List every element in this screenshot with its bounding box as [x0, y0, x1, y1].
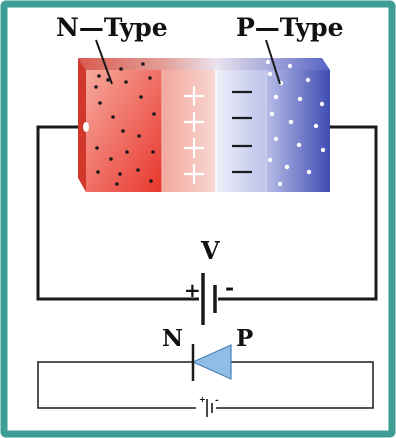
- n-region-electrons: [94, 62, 156, 186]
- battery-plus-sign: +: [184, 278, 201, 302]
- n-region-side: [78, 58, 86, 192]
- voltage-label: V: [200, 236, 220, 265]
- diode-circuit-wire-left: [37, 361, 196, 409]
- n-type-label: N—Type: [56, 13, 168, 42]
- n-type-pointer: [95, 39, 113, 85]
- diode-p-label: P: [236, 325, 253, 352]
- n-contact-electron: [83, 122, 89, 132]
- depletion-negative-region: [216, 70, 266, 192]
- block-top-face: [78, 58, 330, 70]
- semiconductor-block: [78, 58, 330, 192]
- small-battery-plus: +: [199, 394, 206, 404]
- small-battery-minus: -: [215, 396, 219, 406]
- p-type-label: P—Type: [236, 13, 344, 42]
- diode-circuit-wire-right: [216, 361, 374, 409]
- diode-n-label: N: [162, 325, 183, 352]
- positive-ions: [184, 86, 204, 184]
- upper-circuit-wire: [36, 125, 378, 301]
- battery: V + -: [184, 236, 234, 325]
- p-region: [266, 70, 330, 192]
- depletion-positive-region: [162, 70, 216, 192]
- diode-triangle: [191, 344, 232, 380]
- battery-minus-sign: -: [225, 275, 234, 301]
- p-type-pointer: [265, 39, 281, 85]
- diode-circuit: N P + -: [37, 325, 374, 417]
- negative-ions: [232, 90, 252, 174]
